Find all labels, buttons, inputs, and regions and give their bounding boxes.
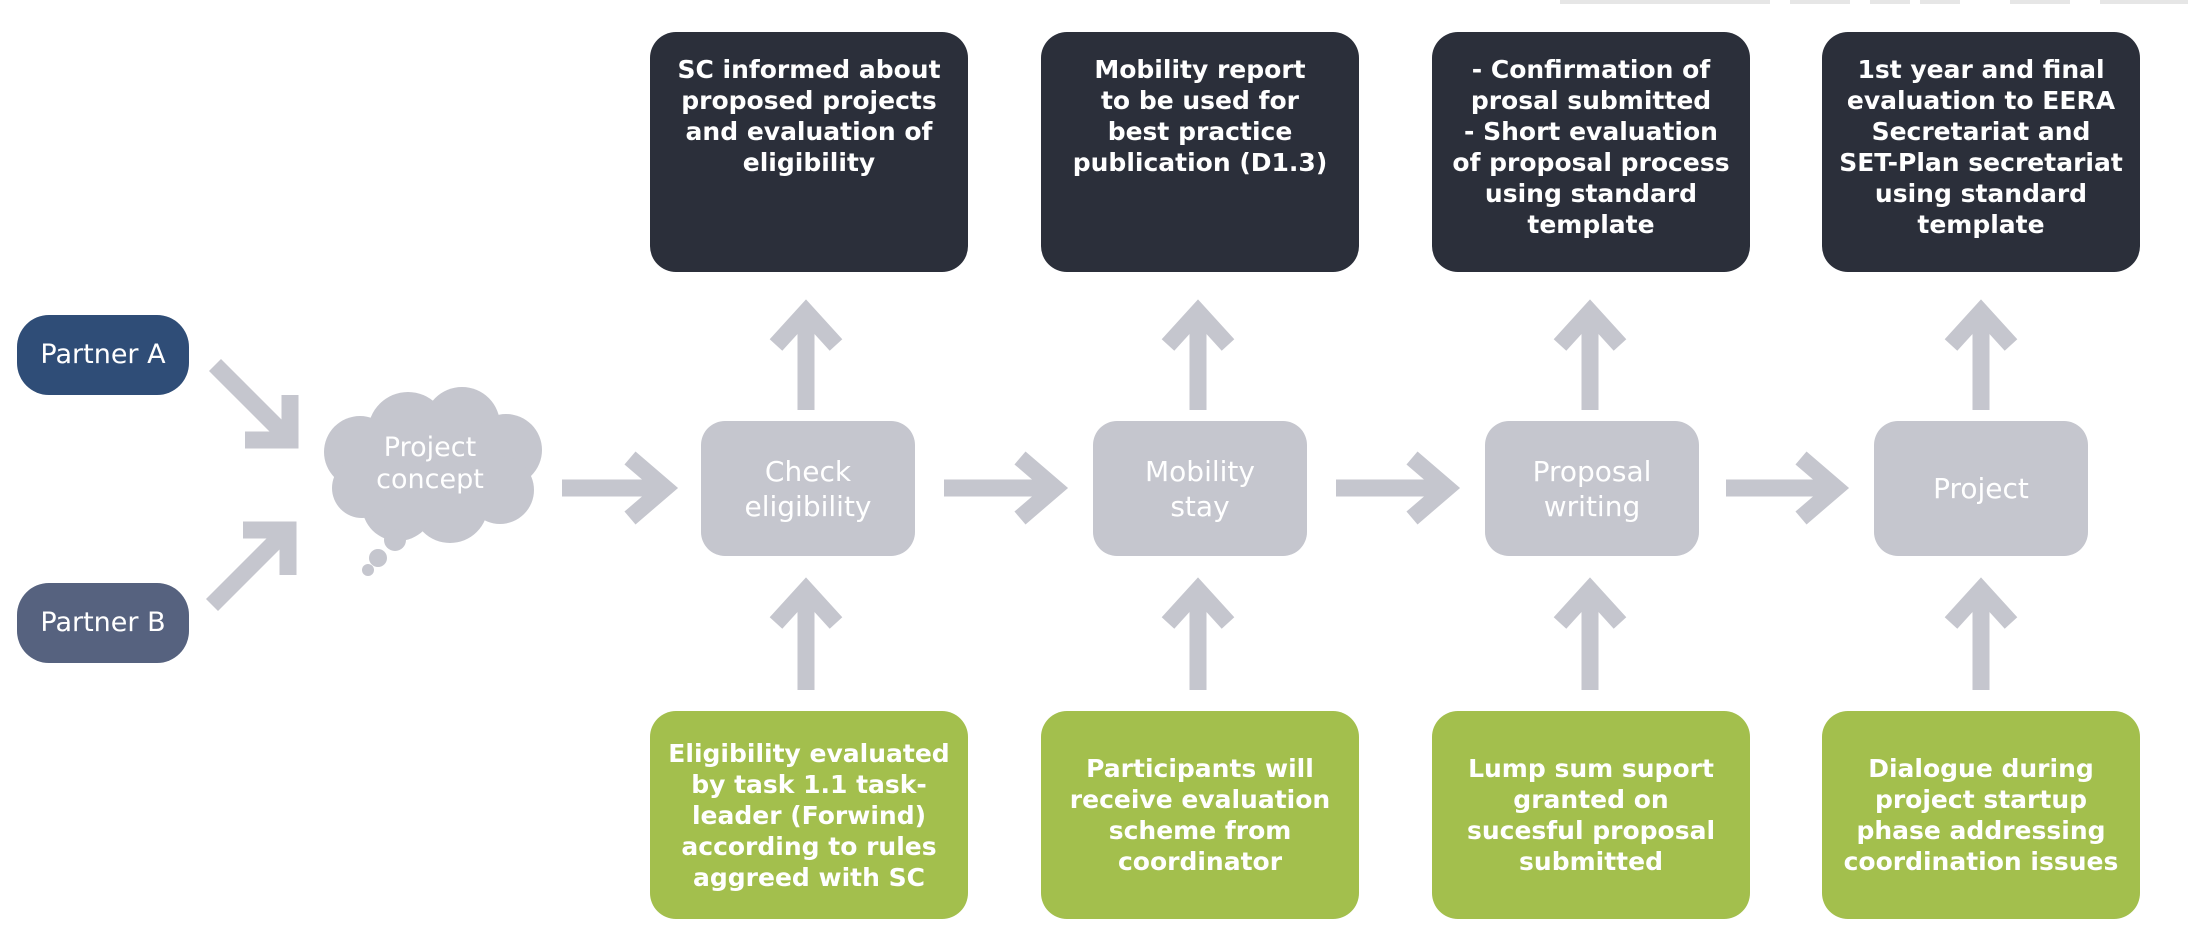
step-proposal-label: Proposal writing — [1532, 454, 1652, 523]
step-mobility-label: Mobility stay — [1145, 454, 1255, 523]
arrow-mobility-to-proposal — [1336, 451, 1461, 525]
top-strip — [1560, 0, 1770, 4]
arrow-partner-b — [205, 521, 297, 612]
step-proposal-writing: Proposal writing — [1485, 421, 1699, 556]
output-project: 1st year and final evaluation to EERA Se… — [1822, 32, 2140, 272]
arrow-proposal-in — [1553, 577, 1627, 690]
cloud-shape — [324, 387, 542, 576]
input-check: Eligibility evaluated by task 1.1 task- … — [650, 711, 968, 919]
arrow-mobility-up — [1161, 299, 1235, 410]
step-project-label: Project — [1933, 472, 2029, 505]
input-mobility: Participants will receive evaluation sch… — [1041, 711, 1359, 919]
arrow-mobility-in — [1161, 577, 1235, 690]
output-check-text: SC informed about proposed projects and … — [677, 55, 941, 177]
arrow-check-up — [769, 299, 843, 410]
step-check-label: Check eligibility — [744, 454, 872, 523]
partner-b-label: Partner B — [40, 606, 166, 638]
top-strip — [1920, 0, 1960, 4]
arrow-check-to-mobility — [944, 451, 1069, 525]
arrow-project-up — [1944, 299, 2018, 410]
partner-b: Partner B — [17, 583, 189, 663]
partner-a: Partner A — [17, 315, 189, 395]
output-project-text: 1st year and final evaluation to EERA Se… — [1839, 55, 2123, 239]
top-strip — [2100, 0, 2188, 4]
top-strip — [1790, 0, 1850, 4]
output-proposal-text: - Confirmation of prosal submitted - Sho… — [1452, 55, 1730, 239]
input-proposal-text: Lump sum suport granted on sucesful prop… — [1466, 754, 1716, 876]
arrow-partner-a — [208, 358, 299, 449]
step-mobility-stay: Mobility stay — [1093, 421, 1307, 556]
input-proposal: Lump sum suport granted on sucesful prop… — [1432, 711, 1750, 919]
input-project-text: Dialogue during project startup phase ad… — [1843, 754, 2119, 876]
output-check: SC informed about proposed projects and … — [650, 32, 968, 272]
project-concept-label: Project concept — [376, 432, 484, 496]
arrow-check-in — [769, 577, 843, 690]
output-mobility-text: Mobility report to be used for best prac… — [1072, 55, 1328, 177]
input-mobility-text: Participants will receive evaluation sch… — [1069, 754, 1331, 876]
arrow-project-in — [1944, 577, 2018, 690]
arrow-proposal-to-project — [1726, 451, 1850, 525]
output-mobility: Mobility report to be used for best prac… — [1041, 32, 1359, 272]
top-strip — [2010, 0, 2070, 4]
step-project: Project — [1874, 421, 2088, 556]
top-strip — [1870, 0, 1910, 4]
arrow-concept-to-check — [562, 451, 679, 525]
step-check-eligibility: Check eligibility — [701, 421, 915, 556]
partner-a-label: Partner A — [40, 338, 166, 370]
arrow-proposal-up — [1553, 299, 1627, 410]
output-proposal: - Confirmation of prosal submitted - Sho… — [1432, 32, 1750, 272]
input-project: Dialogue during project startup phase ad… — [1822, 711, 2140, 919]
input-check-text: Eligibility evaluated by task 1.1 task- … — [668, 738, 950, 892]
